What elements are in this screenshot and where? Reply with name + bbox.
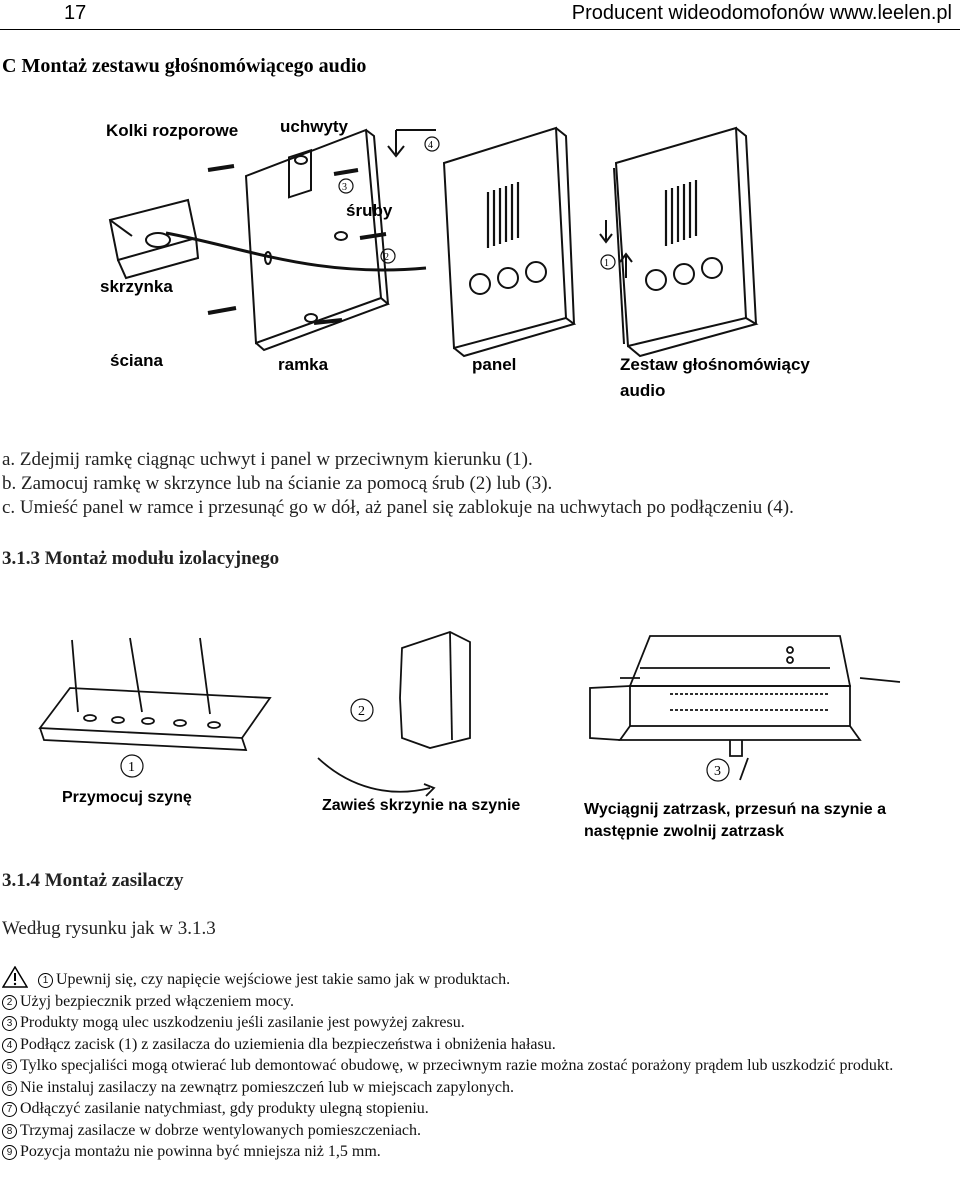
warning-text: Odłączyć zasilanie natychmiast, gdy prod… xyxy=(20,1100,429,1117)
header-site: Producent wideodomofonów www.leelen.pl xyxy=(571,2,952,24)
screws-drawing xyxy=(207,164,387,325)
warning-number: 1 xyxy=(38,973,53,988)
fig-num-2: 2 xyxy=(384,252,389,263)
fig-num-2: 2 xyxy=(358,704,365,719)
section-314-paragraph: Według rysunku jak w 3.1.3 xyxy=(2,918,216,939)
label-sciana: ściana xyxy=(110,351,163,370)
fig-num-3: 3 xyxy=(342,182,347,193)
intercom-mounting-figure: Kolki rozporowe uchwyty śruby skrzynka ś… xyxy=(100,117,810,400)
label-uchwyty: uchwyty xyxy=(280,117,349,136)
page-header: 17 Producent wideodomofonów www.leelen.p… xyxy=(0,0,960,30)
frame-drawing xyxy=(244,128,390,352)
label-kolki: Kolki rozporowe xyxy=(106,121,238,140)
label-sruby: śruby xyxy=(346,201,393,220)
warning-text: Produkty mogą ulec uszkodzeniu jeśli zas… xyxy=(20,1014,465,1031)
arrow-icon xyxy=(387,129,436,158)
warning-text: Pozycja montażu nie powinna być mniejsza… xyxy=(20,1143,381,1160)
section-314-title: 3.1.4 Montaż zasilaczy xyxy=(2,870,184,891)
section-c-title: C Montaż zestawu głośnomówiącego audio xyxy=(2,55,367,77)
label-panel: panel xyxy=(472,355,516,374)
warning-number: 8 xyxy=(2,1123,17,1139)
label-zestaw-2: audio xyxy=(620,381,665,400)
warning-triangle-icon xyxy=(2,966,28,988)
warning-text: Upewnij się, czy napięcie wejściowe jest… xyxy=(56,971,511,988)
warning-number: 5 xyxy=(2,1059,17,1074)
label-step3-line1: Wyciągnij zatrzask, przesuń na szynie a xyxy=(584,801,886,818)
wall-box-drawing xyxy=(108,198,200,280)
panel-drawing xyxy=(442,126,577,358)
page-number: 17 xyxy=(64,2,87,24)
warning-number: 6 xyxy=(2,1080,17,1096)
warning-text: Nie instaluj zasilaczy na zewnątrz pomie… xyxy=(20,1078,515,1096)
hanging-box-drawing xyxy=(317,631,471,797)
step-b: b. Zamocuj ramkę w skrzynce lub na ścian… xyxy=(2,473,553,494)
warning-text: Użyj bezpiecznik przed włączeniem mocy. xyxy=(20,992,294,1010)
warning-number: 3 xyxy=(2,1016,17,1031)
mounted-module-drawing xyxy=(589,635,901,781)
fig-num-1: 1 xyxy=(604,258,609,269)
isolation-module-figure: 1 2 3 Przymocuj szynę Zawieś skrzynie na… xyxy=(38,631,901,840)
label-step2: Zawieś skrzynie na szynie xyxy=(322,797,520,814)
warning-text: Tylko specjaliści mogą otwierać lub demo… xyxy=(20,1057,894,1074)
label-zestaw-1: Zestaw głośnomówiący xyxy=(620,355,810,374)
warning-number: 2 xyxy=(2,994,17,1010)
warning-text: Trzymaj zasilacze w dobrze wentylowanych… xyxy=(20,1121,422,1139)
label-ramka: ramka xyxy=(278,355,329,374)
warning-number: 9 xyxy=(2,1145,17,1160)
warning-number: 7 xyxy=(2,1102,17,1117)
label-skrzynka: skrzynka xyxy=(100,277,173,296)
fig-num-1: 1 xyxy=(128,760,135,775)
label-step1: Przymocuj szynę xyxy=(62,789,192,806)
header-rule xyxy=(0,29,960,30)
section-313-title: 3.1.3 Montaż modułu izolacyjnego xyxy=(2,548,280,569)
assembled-set-drawing xyxy=(599,126,759,358)
warning-number: 4 xyxy=(2,1037,17,1053)
section-c-steps: a. Zdejmij ramkę ciągnąc uchwyt i panel … xyxy=(2,448,794,520)
fig-num-3: 3 xyxy=(714,764,721,779)
step-a: a. Zdejmij ramkę ciągnąc uchwyt i panel … xyxy=(2,449,533,470)
step-c: c. Umieść panel w ramce i przesunąć go w… xyxy=(2,497,794,518)
rail-drawing xyxy=(38,637,272,751)
label-step3-line2: następnie zwolnij zatrzask xyxy=(584,823,784,840)
warning-text: Podłącz zacisk (1) z zasilacza do uziemi… xyxy=(20,1035,556,1053)
fig-num-4: 4 xyxy=(428,140,433,151)
